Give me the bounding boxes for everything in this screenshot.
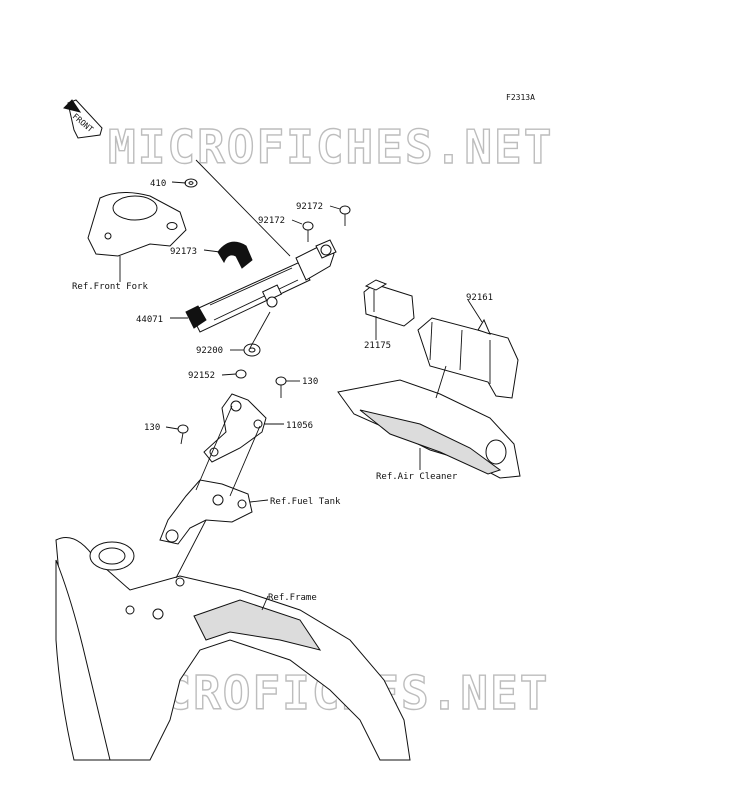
air-cleaner [337,379,521,479]
figure-code: F2313A [506,93,535,102]
clamp-92173 [217,241,253,269]
label-44071: 44071 [136,315,163,325]
bolt-130-a [275,376,287,398]
label-130-a: 130 [302,377,318,387]
label-92161: 92161 [466,293,493,303]
label-130-b: 130 [144,423,160,433]
bracket-11056 [203,393,267,463]
label-410: 410 [150,179,166,189]
steering-damper-44071 [185,239,337,333]
nut-92152 [235,369,247,379]
label-92152: 92152 [188,371,215,381]
relay-21175 [363,279,415,327]
label-ref-fuel-tank: Ref.Fuel Tank [270,497,341,507]
label-11056: 11056 [286,421,313,431]
front-arrow-icon: FRONT [63,99,103,139]
washer-410 [184,178,198,188]
watermark-top: MICROFICHES.NET [108,120,553,174]
washer-92200 [243,343,261,357]
bolt-92172-b [302,221,314,242]
label-ref-front-fork: Ref.Front Fork [72,282,148,292]
label-92200: 92200 [196,346,223,356]
label-ref-air-cleaner: Ref.Air Cleaner [376,472,458,482]
front-fork-clamp [87,192,187,257]
label-21175: 21175 [364,341,391,351]
bolt-130-b [177,424,189,445]
label-92173: 92173 [170,247,197,257]
label-92172-a: 92172 [296,202,323,212]
cover-92161 [417,317,519,399]
leader-lines [119,159,483,611]
fuel-tank-bracket [159,479,253,545]
label-ref-frame: Ref.Frame [268,593,317,603]
frame [55,537,411,761]
label-92172-b: 92172 [258,216,285,226]
bolt-92172-a [339,205,351,226]
